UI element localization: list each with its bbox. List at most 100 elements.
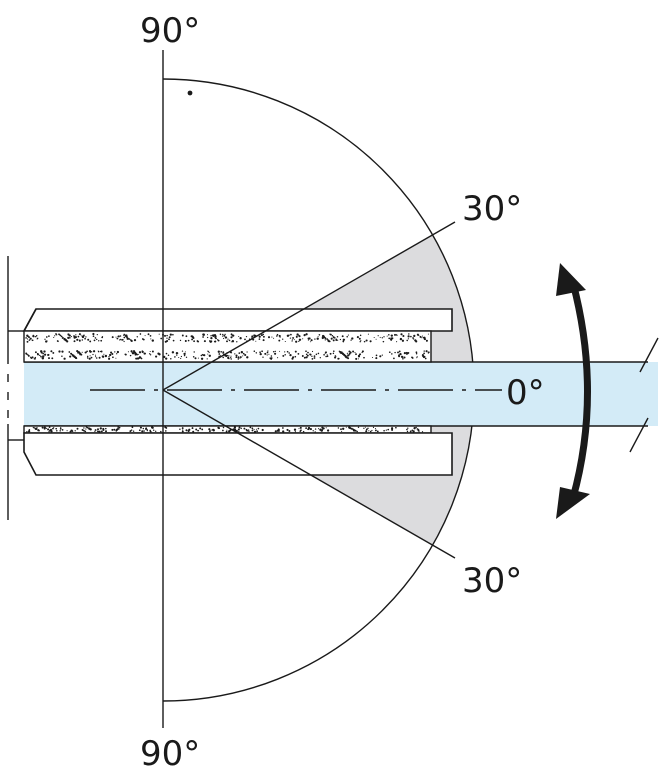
gasket-speck [329,352,332,355]
gasket-speck [227,338,229,340]
gasket-speck [146,429,148,432]
gasket-speck [111,353,114,355]
gasket-speck [238,335,240,338]
gasket-speck [399,352,402,356]
gasket-speck [245,335,248,338]
gasket-speck [388,351,391,354]
gasket-speck [222,351,225,354]
rotation-arrow-icon [556,263,591,519]
gasket-speck [299,426,302,429]
gasket-speck [311,358,314,360]
gasket-speck [112,356,114,359]
gasket-speck [195,428,198,431]
gasket-speck [262,335,265,338]
gasket-speck [232,334,235,337]
gasket-speck [267,350,269,352]
gasket-speck [222,335,224,337]
gasket-speck [207,353,209,355]
gasket-speck [262,356,264,358]
gasket-speck [286,334,290,337]
gasket-speck [330,337,333,340]
gasket-speck [255,352,258,354]
gasket-speck [61,350,64,353]
gasket-speck [399,337,403,341]
gasket-speck [138,429,141,432]
gasket-speck [341,430,343,432]
gasket-speck [415,426,417,429]
glass-pane-break-bottom [629,417,649,453]
gasket-speck [308,428,310,431]
gasket-speck [225,430,228,433]
gasket-speck [269,357,271,359]
gasket-speck [63,339,66,341]
gasket-speck [67,336,70,340]
gasket-speck [210,340,213,343]
gasket-speck [86,357,89,359]
gasket-speck [180,355,183,358]
gasket-speck [212,334,215,337]
gasket-speck [52,351,55,354]
gasket-speck [115,336,117,338]
reference-dot [187,90,193,96]
gasket-speck [40,356,42,358]
gasket-speck [95,338,98,341]
gasket-speck [293,339,295,341]
gasket-speck [77,335,80,338]
gasket-speck [78,333,81,336]
gasket-speck [289,337,292,339]
gasket-speck [288,430,291,432]
gasket-speck [295,335,298,338]
gasket-speck [412,338,415,340]
gasket-speck [131,352,135,355]
gasket-speck [305,353,308,356]
gasket-speck [305,356,308,359]
gasket-speck [364,426,366,428]
gasket-speck [334,356,337,359]
gasket-speck [69,430,72,433]
gasket-speck [307,337,310,340]
gasket-speck [57,340,59,343]
gasket-speck [309,428,312,431]
gasket-speck [324,339,326,341]
gasket-speck [411,357,414,359]
gasket-speck [28,336,30,339]
gasket-speck [201,428,204,431]
gasket-speck [92,335,95,338]
gasket-speck [92,350,96,353]
gasket-speck [223,334,226,337]
gasket-speck [258,335,261,338]
gasket-speck [400,333,403,336]
gasket-speck [202,333,205,336]
gasket-speck [69,337,71,339]
gasket-speck [356,336,359,339]
gasket-speck [299,430,302,432]
gasket-speck [181,334,184,337]
gasket-speck [138,351,142,354]
gasket-speck [219,333,221,335]
gasket-speck [68,334,71,337]
gasket-speck [340,428,342,431]
gasket-speck [255,428,257,430]
gasket-speck [180,357,182,360]
gasket-speck [225,336,228,339]
gasket-speck [100,339,103,342]
gasket-speck [363,427,365,429]
gasket-speck [326,354,328,356]
gasket-speck [151,350,154,353]
gasket-speck [383,429,385,432]
gasket-speck [176,354,178,356]
gasket-speck [319,357,321,359]
gasket-speck [397,351,399,354]
gasket-speck [76,338,79,341]
gasket-speck [123,336,126,339]
gasket-speck [369,430,372,433]
gasket-speck [336,336,339,338]
gasket-speck [239,356,242,359]
gasket-speck [25,337,27,339]
gasket-speck [194,357,197,360]
gasket-speck [401,355,404,359]
gasket-speck [193,351,195,353]
gasket-speck [240,351,244,354]
gasket-speck [144,335,146,337]
